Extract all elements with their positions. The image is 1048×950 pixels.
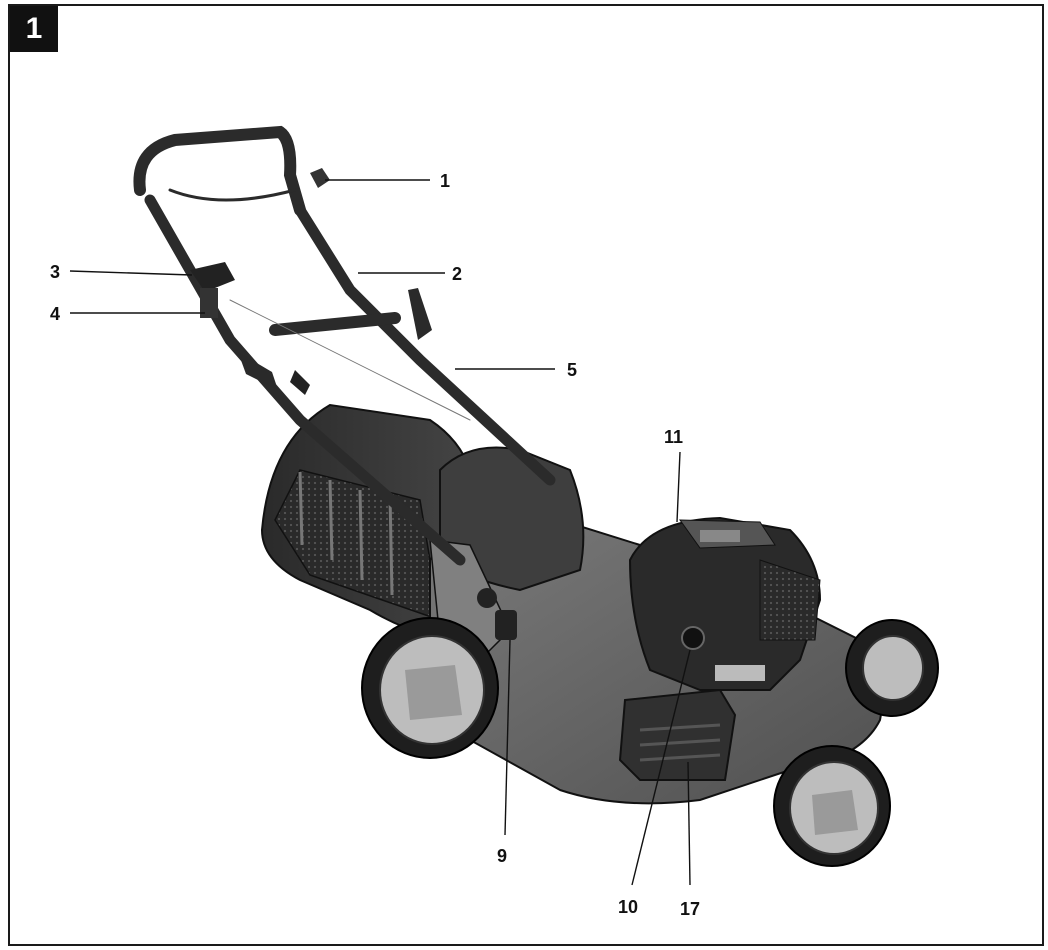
callout-9: 9 bbox=[497, 846, 507, 866]
oil-cap-icon bbox=[681, 626, 705, 650]
callout-10: 10 bbox=[618, 897, 638, 917]
safety-bar bbox=[310, 168, 330, 188]
handle-levers bbox=[190, 168, 432, 395]
callout-3: 3 bbox=[50, 262, 60, 282]
rear-left-wheel bbox=[361, 617, 499, 759]
callout-11: 11 bbox=[664, 427, 683, 447]
front-left-wheel bbox=[773, 745, 891, 867]
callout-leaders bbox=[69, 179, 691, 886]
warning-label bbox=[715, 665, 765, 681]
discharge-flap bbox=[618, 688, 737, 781]
front-right-wheel bbox=[845, 619, 939, 717]
callout-4: 4 bbox=[50, 304, 60, 324]
callout-1: 1 bbox=[440, 171, 450, 191]
figure-number-badge: 1 bbox=[10, 6, 58, 52]
callout-labels: 1 2 3 4 5 9 10 11 17 bbox=[50, 171, 700, 919]
callout-5: 5 bbox=[567, 360, 577, 380]
engine-label bbox=[700, 530, 740, 542]
callout-2: 2 bbox=[452, 264, 462, 284]
knob-icon bbox=[477, 588, 497, 608]
callout-17: 17 bbox=[680, 899, 700, 919]
height-lever bbox=[495, 610, 517, 640]
engine bbox=[628, 516, 822, 691]
